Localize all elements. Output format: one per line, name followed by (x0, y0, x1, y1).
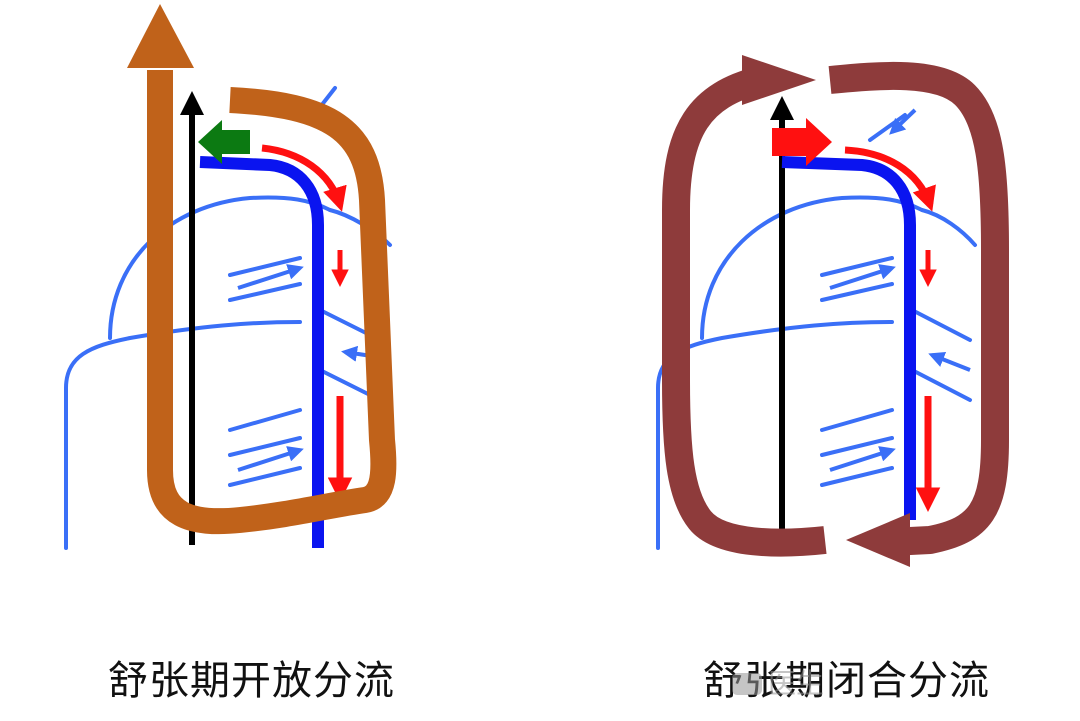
panel-closed-shunt (656, 55, 1009, 567)
watermark: 医生 (732, 662, 824, 702)
septum-line-closed (781, 156, 916, 520)
closed-loop-left (662, 66, 827, 557)
up-arrow-icon (127, 4, 194, 68)
loop-arrow-head-top (742, 55, 816, 105)
open-loop-path (147, 70, 397, 535)
caption-open-shunt: 舒张期开放分流 (108, 658, 395, 704)
red-right-arrow (772, 118, 832, 166)
green-arrow-icon (198, 120, 250, 164)
flow-arrow-icon (829, 108, 971, 472)
flow-arrow-icon (237, 264, 386, 472)
septum-line-open (199, 156, 324, 548)
curved-arrow-icon (844, 146, 936, 212)
watermark-logo-icon (732, 673, 762, 695)
panel-open-shunt (64, 4, 397, 550)
vessel-outline-closed (656, 113, 977, 550)
watermark-text: 医生 (768, 667, 825, 700)
curved-arrow-icon (261, 144, 347, 212)
closed-loop-right (828, 61, 1009, 556)
loop-arrow-head-bottom (846, 513, 910, 567)
